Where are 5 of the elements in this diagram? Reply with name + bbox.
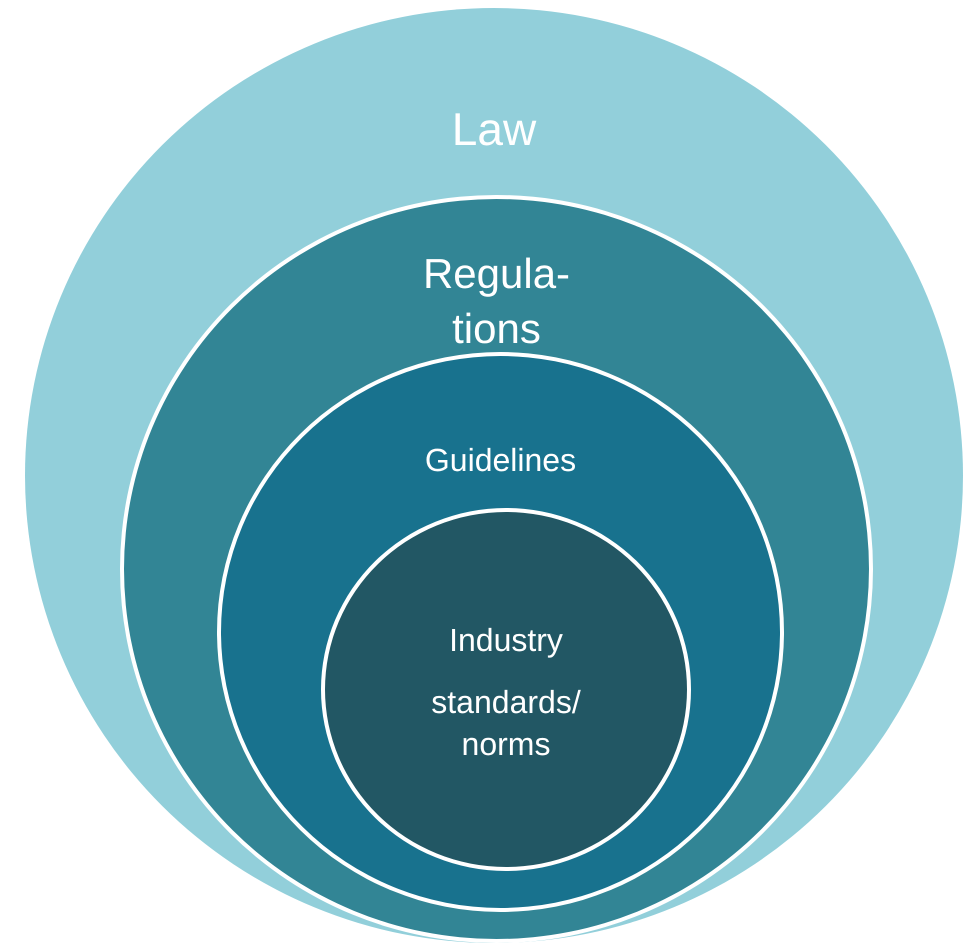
circle-label: Regula- tions — [422, 249, 572, 354]
circle-label: Industry — [448, 621, 564, 660]
circle-label: Law — [450, 102, 538, 157]
circle-label: Guidelines — [424, 441, 578, 480]
circle-label: standards/ norms — [430, 683, 582, 764]
